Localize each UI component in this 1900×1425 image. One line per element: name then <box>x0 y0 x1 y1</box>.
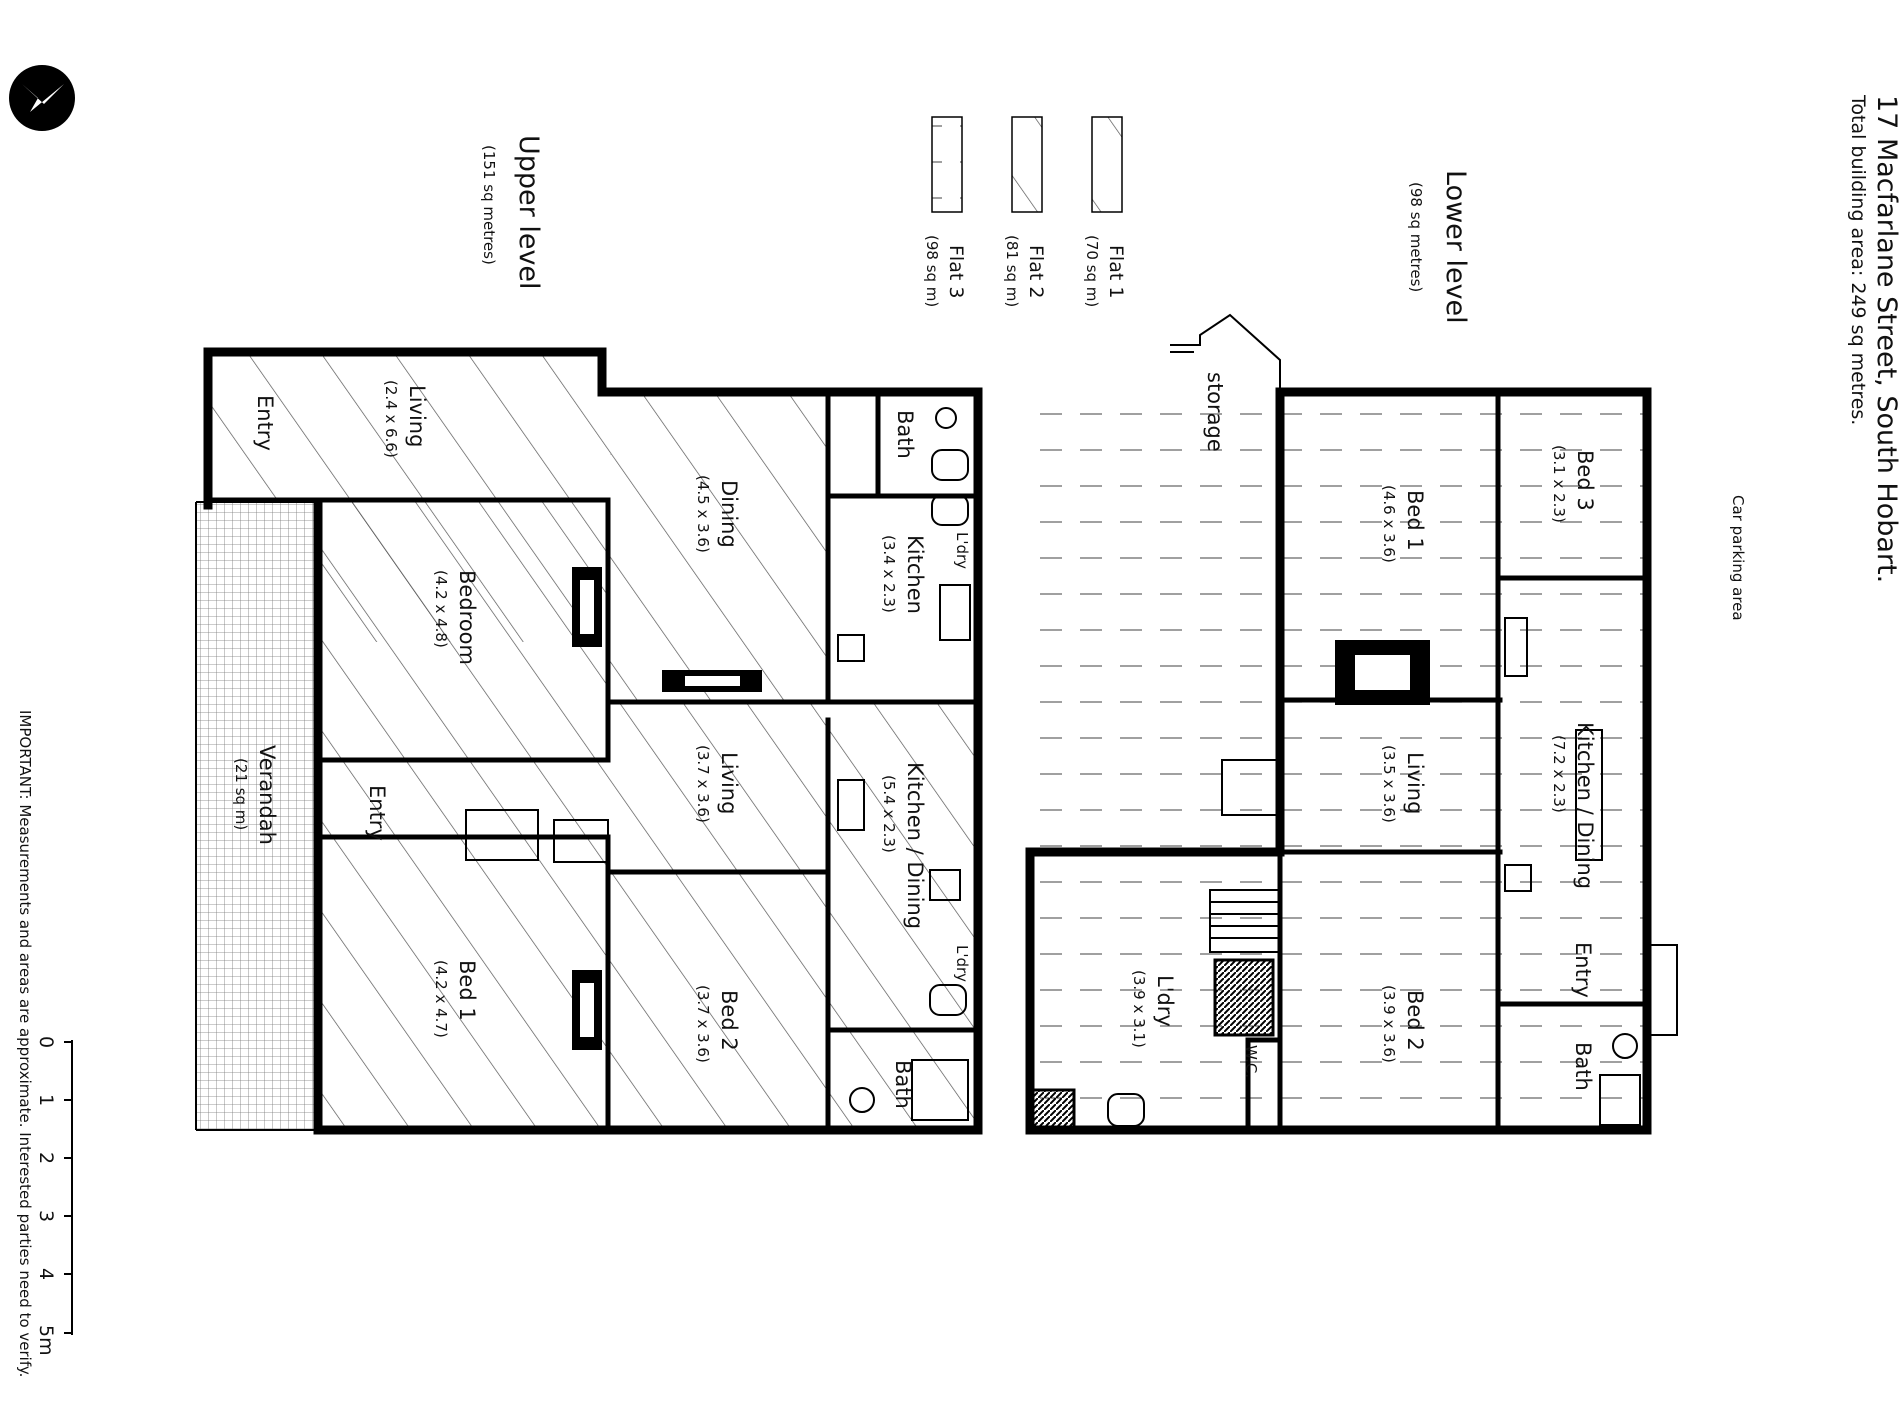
verandah-area <box>196 502 316 1130</box>
legend-flat2-area: (81 sq m) <box>1003 235 1021 307</box>
room-ldry-b: L'dry <box>953 945 971 982</box>
address-title: 17 Macfarlane Street, South Hobart. <box>1871 95 1900 583</box>
flat2-area <box>318 500 978 1130</box>
upper-level-area: (151 sq metres) <box>480 145 498 265</box>
legend-flat1-area: (70 sq m) <box>1083 235 1101 307</box>
lower-room-ldry: L'dry <box>1153 975 1177 1027</box>
room-bed1: Bed 1 <box>455 960 479 1021</box>
legend-flat2: Flat 2 (81 sq m) <box>1003 116 1047 307</box>
room-kitchen-a: Kitchen <box>903 535 927 614</box>
room-living-b: Living <box>717 752 741 814</box>
legend-flat2-name: Flat 2 <box>1025 245 1047 298</box>
lower-room-living: Living <box>1403 752 1427 814</box>
flat3-area <box>1030 392 1647 1130</box>
room-kitchen-dining-b: Kitchen / Dining <box>903 762 927 929</box>
room-verandah-dims: (21 sq m) <box>232 758 250 830</box>
lower-room-wc: W.C. <box>1242 1045 1260 1078</box>
upper-level-plan <box>195 347 983 1135</box>
scale-label-3: 3 <box>35 1210 57 1222</box>
legend: Flat 1 (70 sq m) Flat 2 (81 sq m) Flat 3… <box>923 116 1127 307</box>
room-dining-dims: (4.5 x 3.6) <box>694 475 712 553</box>
room-ldry-a: L'dry <box>953 532 971 569</box>
room-bed1-dims: (4.2 x 4.7) <box>432 960 450 1038</box>
legend-flat3-name: Flat 3 <box>945 245 967 298</box>
room-bath-a: Bath <box>893 410 917 459</box>
upper-room-labels: Living (2.4 x 6.6) Entry Dining (4.5 x 3… <box>232 380 971 1109</box>
room-kitchen-dining-b-dims: (5.4 x 2.3) <box>880 775 898 853</box>
lower-room-living-dims: (3.5 x 3.6) <box>1380 745 1398 823</box>
legend-flat1: Flat 1 (70 sq m) <box>1083 116 1127 307</box>
lower-room-ldry-dims: (3.9 x 3.1) <box>1130 970 1148 1048</box>
lower-room-entry: Entry <box>1571 942 1595 998</box>
lower-level-title: Lower level <box>1440 170 1471 324</box>
lower-room-bed3-dims: (3.1 x 2.3) <box>1550 445 1568 523</box>
total-area: Total building area: 249 sq metres. <box>1847 94 1869 425</box>
lower-level-area: (98 sq metres) <box>1407 182 1425 292</box>
lower-room-bed2-dims: (3.9 x 3.6) <box>1380 985 1398 1063</box>
lower-room-bed3: Bed 3 <box>1573 450 1597 511</box>
room-bed2-dims: (3.7 x 3.6) <box>694 985 712 1063</box>
scale-label-2: 2 <box>35 1152 57 1164</box>
lower-level-plan <box>1025 313 1678 1135</box>
room-verandah: Verandah <box>255 745 279 845</box>
room-entry-a: Entry <box>253 395 277 451</box>
room-living-a-dims: (2.4 x 6.6) <box>382 380 400 458</box>
scale-bar: 0 1 2 3 4 5m <box>35 1036 73 1356</box>
legend-flat3-area: (98 sq m) <box>923 235 941 307</box>
room-bedroom: Bedroom <box>455 570 479 665</box>
room-dining: Dining <box>717 480 741 548</box>
lower-room-labels: Bed 1 (4.6 x 3.6) Bed 3 (3.1 x 2.3) Livi… <box>1130 445 1597 1091</box>
legend-flat3: Flat 3 (98 sq m) <box>923 116 967 307</box>
upper-level-label: Upper level (151 sq metres) <box>480 135 544 290</box>
title-block: 17 Macfarlane Street, South Hobart. Tota… <box>1847 94 1900 583</box>
room-living-a: Living <box>405 385 429 447</box>
room-kitchen-a-dims: (3.4 x 2.3) <box>880 535 898 613</box>
room-bed2: Bed 2 <box>717 990 741 1051</box>
scale-label-5: 5m <box>35 1325 57 1356</box>
storage-label: storage <box>1203 372 1227 452</box>
upper-level-title: Upper level <box>513 135 544 290</box>
scale-label-0: 0 <box>35 1036 57 1048</box>
scale-label-4: 4 <box>35 1268 57 1280</box>
lower-room-bed1-dims: (4.6 x 3.6) <box>1380 485 1398 563</box>
important-note: IMPORTANT: Measurements and areas are ap… <box>16 710 34 1377</box>
parking-label: Car parking area <box>1729 495 1747 621</box>
legend-flat1-name: Flat 1 <box>1105 245 1127 298</box>
compass-icon <box>9 65 75 131</box>
room-living-b-dims: (3.7 x 3.6) <box>694 745 712 823</box>
scale-label-1: 1 <box>35 1094 57 1106</box>
room-entry-b: Entry <box>365 785 389 841</box>
lower-room-bed2: Bed 2 <box>1403 990 1427 1051</box>
lower-level-label: Lower level (98 sq metres) <box>1407 170 1471 324</box>
lower-room-bed1: Bed 1 <box>1403 490 1427 551</box>
lower-room-bath: Bath <box>1571 1042 1595 1091</box>
lower-room-kitchen-dining: Kitchen / Dining <box>1573 722 1597 889</box>
lower-room-kitchen-dining-dims: (7.2 x 2.3) <box>1550 735 1568 813</box>
room-bath-b: Bath <box>891 1060 915 1109</box>
room-bedroom-dims: (4.2 x 4.8) <box>432 570 450 648</box>
